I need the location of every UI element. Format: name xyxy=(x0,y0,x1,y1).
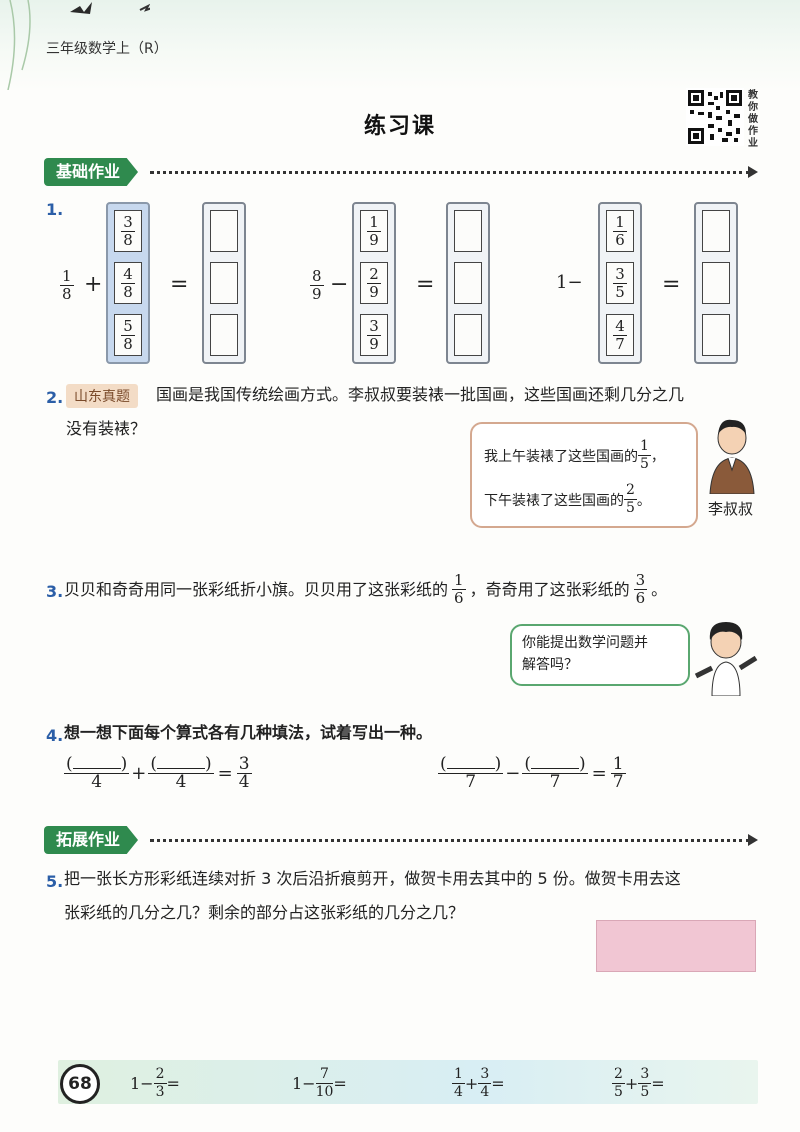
footer-strip xyxy=(58,1060,758,1104)
section-divider xyxy=(150,839,750,842)
question-text: 没有装裱？ xyxy=(66,419,147,438)
blank-fraction: ()4 xyxy=(148,754,214,792)
answer-box[interactable] xyxy=(210,210,238,252)
speech-bubble: 你能提出数学问题并 解答吗？ xyxy=(510,624,690,686)
answer-tower xyxy=(202,202,246,364)
question-text: ，奇奇用了这张彩纸的 xyxy=(469,579,630,599)
minus-operator: − xyxy=(330,272,349,297)
question-text: 把一张长方形彩纸连续对折 3 次后沿折痕剪开，做贺卡用去其中的 5 份。做贺卡用… xyxy=(64,869,681,888)
header-band xyxy=(0,0,800,90)
question-number: 2. xyxy=(46,388,64,407)
plus-operator: + xyxy=(131,763,147,784)
answer-box[interactable] xyxy=(702,210,730,252)
person-name: 李叔叔 xyxy=(708,500,754,518)
question-number: 5. xyxy=(46,872,64,891)
answer-box[interactable] xyxy=(454,262,482,304)
student-avatar xyxy=(694,622,758,696)
equals-sign: = xyxy=(170,272,189,297)
answer-tower xyxy=(694,202,738,364)
answer-box[interactable] xyxy=(702,314,730,356)
blank-fraction: ()4 xyxy=(64,754,130,792)
equals-sign: = xyxy=(662,272,681,297)
question-text: 张彩纸的几分之几？剩余的部分占这张彩纸的几分之几？ xyxy=(64,903,465,922)
blank-fraction: ()7 xyxy=(522,754,588,792)
bubble-text: 解答吗？ xyxy=(522,657,578,673)
question-text: 想一想下面每个算式各有几种填法，试着写出一种。 xyxy=(64,723,433,742)
bubble-text: 我上午装裱了这些国画的 xyxy=(484,448,638,465)
question-number: 1. xyxy=(46,200,64,219)
question-text: 贝贝和奇奇用同一张彩纸折小旗。贝贝用了这张彩纸的 xyxy=(64,579,449,599)
answer-box[interactable] xyxy=(454,314,482,356)
bubble-text: 你能提出数学问题并 xyxy=(522,635,648,651)
plus-operator: + xyxy=(84,272,103,297)
pink-paper-image xyxy=(596,920,756,972)
equals-sign: = xyxy=(416,272,435,297)
equals-sign: = xyxy=(591,763,607,784)
section-divider xyxy=(150,171,750,174)
grade-label: 三年级数学上（R） xyxy=(46,41,168,57)
minus-operator: − xyxy=(505,763,521,784)
page-number: 68 xyxy=(60,1064,100,1104)
equals-sign: = xyxy=(217,763,233,784)
answer-box[interactable] xyxy=(454,210,482,252)
page-title: 练习课 xyxy=(363,114,436,139)
section-basic-tag: 基础作业 xyxy=(44,158,139,186)
source-badge: 山东真题 xyxy=(66,384,138,408)
question-number: 3. xyxy=(46,582,64,601)
arrow-right-icon xyxy=(748,834,758,846)
blank-fraction: ()7 xyxy=(438,754,504,792)
arrow-right-icon xyxy=(748,166,758,178)
lead-expression: 1− xyxy=(556,272,583,293)
bubble-text: 下午装裱了这些国画的 xyxy=(484,492,624,509)
answer-box[interactable] xyxy=(210,314,238,356)
qr-code-icon[interactable] xyxy=(686,88,744,146)
answer-tower xyxy=(446,202,490,364)
swallow-icon xyxy=(70,2,92,14)
willow-decoration xyxy=(7,0,150,90)
uncle-li-avatar xyxy=(709,419,755,494)
question-number: 4. xyxy=(46,726,64,745)
question-text: 国画是我国传统绘画方式。李叔叔要装裱一批国画，这些国画还剩几分之几 xyxy=(156,385,685,404)
section-extended-tag: 拓展作业 xyxy=(44,826,139,854)
qr-caption: 教你做作业 xyxy=(748,90,758,149)
answer-box[interactable] xyxy=(210,262,238,304)
answer-box[interactable] xyxy=(702,262,730,304)
